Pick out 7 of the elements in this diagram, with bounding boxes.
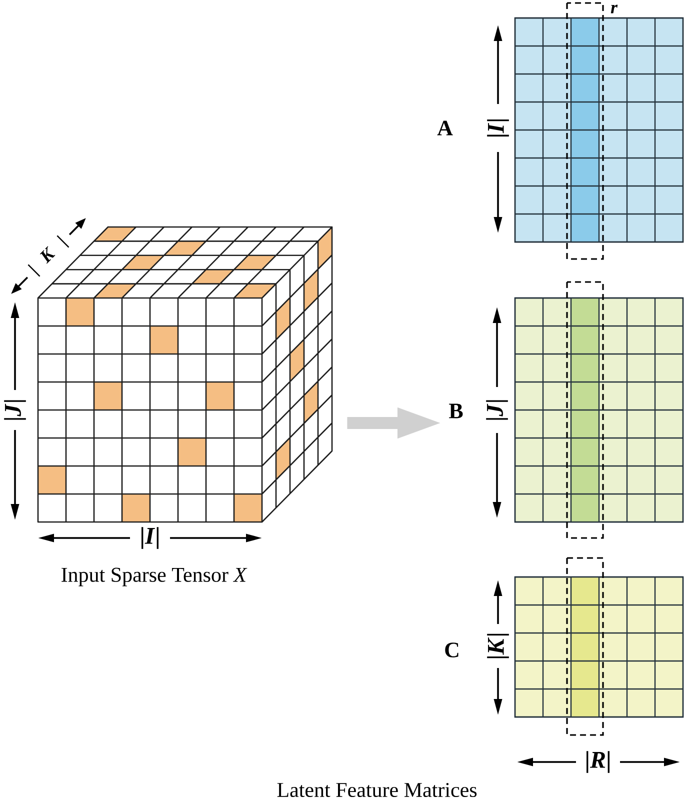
matrix-label: C [445, 642, 458, 658]
dimension-label: |R| [586, 751, 610, 773]
matrix-label: B [449, 404, 463, 418]
matrix-label: A [437, 120, 453, 136]
dimension-label: |K| [28, 235, 70, 277]
tensor-label: Input Sparse Tensor X [62, 568, 248, 586]
section-label: Latent Feature Matrices [277, 782, 477, 798]
